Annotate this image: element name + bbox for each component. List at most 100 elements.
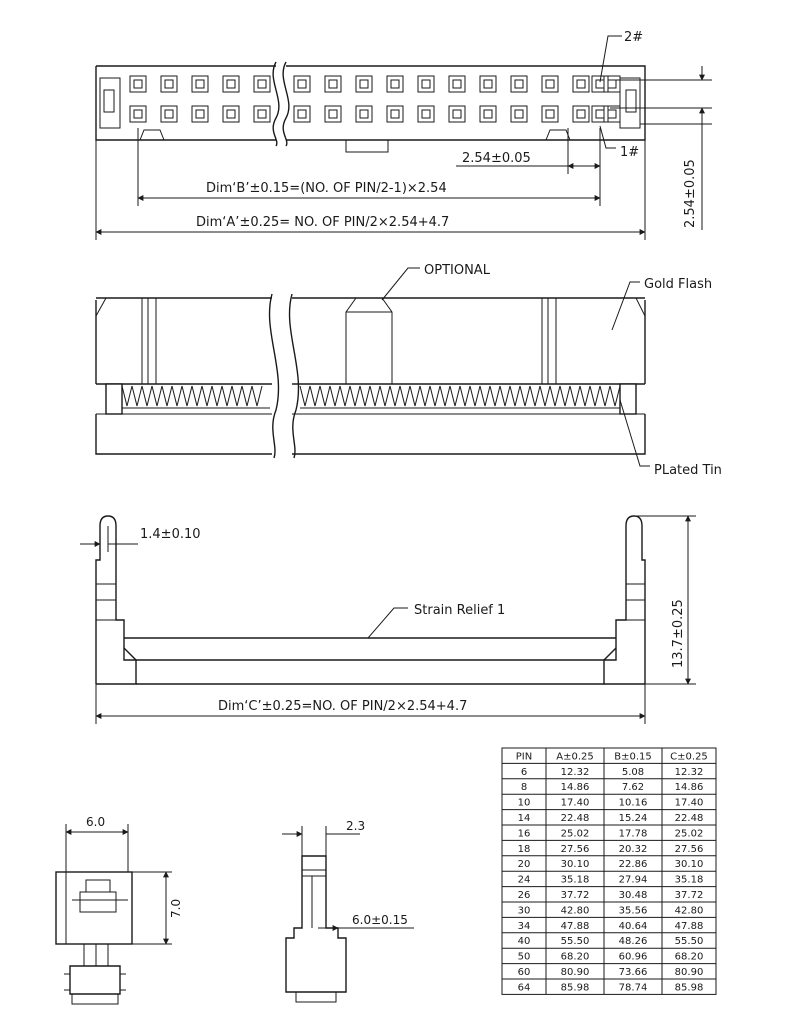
table-cell: 15.24 (619, 813, 648, 824)
table-cell: 14 (518, 813, 531, 824)
table-cell: 10 (518, 798, 531, 809)
table-cell: 8 (521, 782, 527, 793)
contact-tooth (379, 385, 391, 407)
pin-grid (129, 75, 621, 123)
table-cell: 17.40 (675, 798, 704, 809)
contact-tooth (201, 385, 213, 407)
gold-flash-label: Gold Flash (644, 277, 712, 292)
contact-tooth (299, 385, 311, 407)
table-cell: 27.56 (675, 844, 704, 855)
table-cell: 80.90 (561, 967, 590, 978)
contact-tooth (241, 385, 253, 407)
end-view: 6.0 7.0 (55, 815, 183, 1005)
table-cell: 7.62 (622, 782, 644, 793)
pin-cell (541, 75, 559, 93)
table-cell: 68.20 (675, 952, 704, 963)
strain-relief-label: Strain Relief 1 (414, 603, 505, 618)
table-cell: 68.20 (561, 952, 590, 963)
table-cell: 27.56 (561, 844, 590, 855)
pin-cell (129, 105, 147, 123)
contact-tooth (429, 385, 441, 407)
contact-tooth (459, 385, 471, 407)
table-cell: 37.72 (675, 890, 704, 901)
table-cell: 40.64 (619, 921, 648, 932)
contact-tooth (599, 385, 611, 407)
table-cell: 73.66 (619, 967, 648, 978)
pin-cell (160, 105, 178, 123)
plated-tin-label: PLated Tin (654, 463, 722, 478)
pin-cell (479, 75, 497, 93)
table-cell: 17.78 (619, 828, 648, 839)
contact-tooth (479, 385, 491, 407)
pitch-label: 2.54±0.05 (462, 151, 531, 166)
contact-tooth (509, 385, 521, 407)
contact-tooth (319, 385, 331, 407)
dim-c-label: Dim‘C’±0.25=NO. OF PIN/2×2.54+4.7 (218, 699, 467, 714)
table-cell: 50 (518, 952, 531, 963)
pin-cell (572, 75, 590, 93)
table-cell: 22.48 (675, 813, 704, 824)
contact-tooth (131, 385, 143, 407)
table-cell: 60 (518, 967, 531, 978)
contact-tooth (539, 385, 551, 407)
table-cell: 55.50 (675, 936, 704, 947)
contact-tooth (141, 385, 153, 407)
contact-tooth (549, 385, 561, 407)
pin-cell (417, 75, 435, 93)
table-cell: 5.08 (622, 767, 644, 778)
contact-tooth (409, 385, 421, 407)
contact-tooth (121, 385, 133, 407)
pin1-label: 1# (620, 145, 639, 160)
contact-tooth (449, 385, 461, 407)
table-cell: 30 (518, 905, 531, 916)
table-cell: 34 (518, 921, 531, 932)
contact-tooth (151, 385, 163, 407)
contact-tooth (211, 385, 223, 407)
table-cell: 64 (518, 982, 531, 993)
table-cell: 26 (518, 890, 531, 901)
table-cell: 78.74 (619, 982, 648, 993)
front-view: OPTIONAL Gold Flash PLated Tin (95, 263, 722, 478)
pin-profile: 2.3 6.0±0.15 (282, 819, 414, 1003)
table-cell: 60.96 (619, 952, 648, 963)
pin-cell (591, 75, 609, 93)
pin-cell (603, 75, 621, 93)
pin-cell (222, 75, 240, 93)
contact-tooth (359, 385, 371, 407)
contact-tooth (529, 385, 541, 407)
pin-cell (510, 75, 528, 93)
pin-cell (572, 105, 590, 123)
contact-tooth (251, 385, 263, 407)
pin-cell (355, 75, 373, 93)
table-cell: 85.98 (561, 982, 590, 993)
pin-cell (386, 75, 404, 93)
table-header-cell: A±0.25 (556, 751, 594, 762)
h70-label: 7.0 (169, 899, 183, 918)
dim-a-label: Dim‘A’±0.25= NO. OF PIN/2×2.54+4.7 (196, 215, 449, 230)
contact-tooth (329, 385, 341, 407)
contact-tooth (389, 385, 401, 407)
pitch-vertical-label: 2.54±0.05 (683, 159, 698, 228)
table-cell: 22.48 (561, 813, 590, 824)
table-header-cell: PIN (516, 751, 532, 762)
w60tol-label: 6.0±0.15 (352, 913, 408, 927)
table-cell: 20.32 (619, 844, 648, 855)
w60-label: 6.0 (86, 815, 105, 829)
contact-tooth (419, 385, 431, 407)
table-cell: 47.88 (561, 921, 590, 932)
pin-cell (253, 105, 271, 123)
contact-tooth (191, 385, 203, 407)
pin-cell (479, 105, 497, 123)
table-cell: 25.02 (561, 828, 590, 839)
table-cell: 12.32 (561, 767, 590, 778)
table-header-cell: B±0.15 (614, 751, 652, 762)
table-cell: 40 (518, 936, 531, 947)
pin-cell (253, 75, 271, 93)
table-cell: 35.18 (561, 875, 590, 886)
table-cell: 18 (518, 844, 531, 855)
table-cell: 55.50 (561, 936, 590, 947)
contact-tooth (399, 385, 411, 407)
table-cell: 85.98 (675, 982, 704, 993)
contact-tooth (231, 385, 243, 407)
